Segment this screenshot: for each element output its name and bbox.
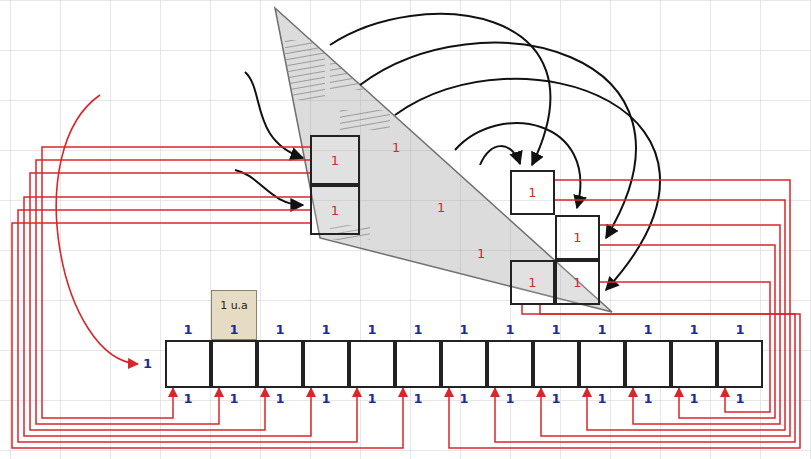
unit-count: 1: [459, 391, 468, 406]
unit-count: 1: [275, 391, 284, 406]
red-arrow: [24, 197, 311, 436]
unit-count: 1: [183, 391, 192, 406]
unit-square: 1: [555, 215, 600, 260]
unit-count: 1: [597, 391, 606, 406]
strip-square: 11: [487, 340, 533, 388]
black-arrows: [235, 14, 660, 290]
unit-label: 1 u.a: [220, 298, 248, 313]
red-arrow: [600, 225, 780, 424]
unit-count: 1: [275, 322, 284, 337]
strip-square: 11: [395, 340, 441, 388]
area-label: 1: [331, 203, 339, 218]
area-label: 1: [573, 230, 581, 245]
unit-count: 1: [321, 391, 330, 406]
unit-count: 1: [229, 322, 238, 337]
unit-square: 1: [555, 260, 600, 305]
unit-count: 1: [413, 391, 422, 406]
unit-count: 1: [735, 322, 744, 337]
unit-count: 1: [505, 322, 514, 337]
red-arrow: [56, 95, 138, 364]
count-label: 1: [143, 356, 152, 371]
unit-count: 1: [689, 322, 698, 337]
red-arrow: [12, 223, 403, 448]
area-label: 1: [528, 185, 536, 200]
red-arrow: [30, 173, 310, 430]
unit-count: 1: [367, 391, 376, 406]
strip-square: 11: [625, 340, 671, 388]
unit-count: 1: [551, 322, 560, 337]
unit-square: 1: [510, 170, 555, 215]
unit-count: 1: [551, 391, 560, 406]
unit-square: 1: [310, 135, 360, 185]
unit-count: 1: [597, 322, 606, 337]
strip-square: 11: [303, 340, 349, 388]
red-arrow: [541, 180, 790, 436]
unit-count: 1: [183, 322, 192, 337]
count-label: 1: [477, 246, 485, 261]
red-arrow: [18, 210, 357, 442]
strip-square: 11: [349, 340, 395, 388]
unit-count: 1: [505, 391, 514, 406]
red-arrow: [495, 305, 795, 442]
unit-count: 1: [735, 391, 744, 406]
unit-square: 1: [310, 185, 360, 235]
red-arrow: [42, 147, 310, 418]
unit-count: 1: [413, 322, 422, 337]
strip-square: 11: [533, 340, 579, 388]
area-label: 1: [528, 275, 536, 290]
red-arrow: [600, 282, 770, 412]
strip-square: 11: [211, 340, 257, 388]
red-arrow: [36, 160, 310, 424]
unit-count: 1: [459, 322, 468, 337]
unit-count: 1: [689, 391, 698, 406]
area-label: 1: [573, 275, 581, 290]
unit-count: 1: [643, 322, 652, 337]
strip-square: 11: [579, 340, 625, 388]
red-arrow: [600, 245, 775, 418]
unit-count: 1: [367, 322, 376, 337]
strip-square: 11: [441, 340, 487, 388]
count-label: 1: [392, 140, 400, 155]
strip-square: 11: [165, 340, 211, 388]
red-arrow: [555, 200, 785, 430]
unit-count: 1: [643, 391, 652, 406]
unit-square: 1: [510, 260, 555, 305]
unit-count: 1: [321, 322, 330, 337]
strip-square: 11: [671, 340, 717, 388]
strip-square: 11: [257, 340, 303, 388]
red-arrow: [449, 305, 800, 448]
unit-count: 1: [229, 391, 238, 406]
strip-square: 11: [717, 340, 763, 388]
area-label: 1: [331, 153, 339, 168]
count-label: 1: [437, 200, 445, 215]
